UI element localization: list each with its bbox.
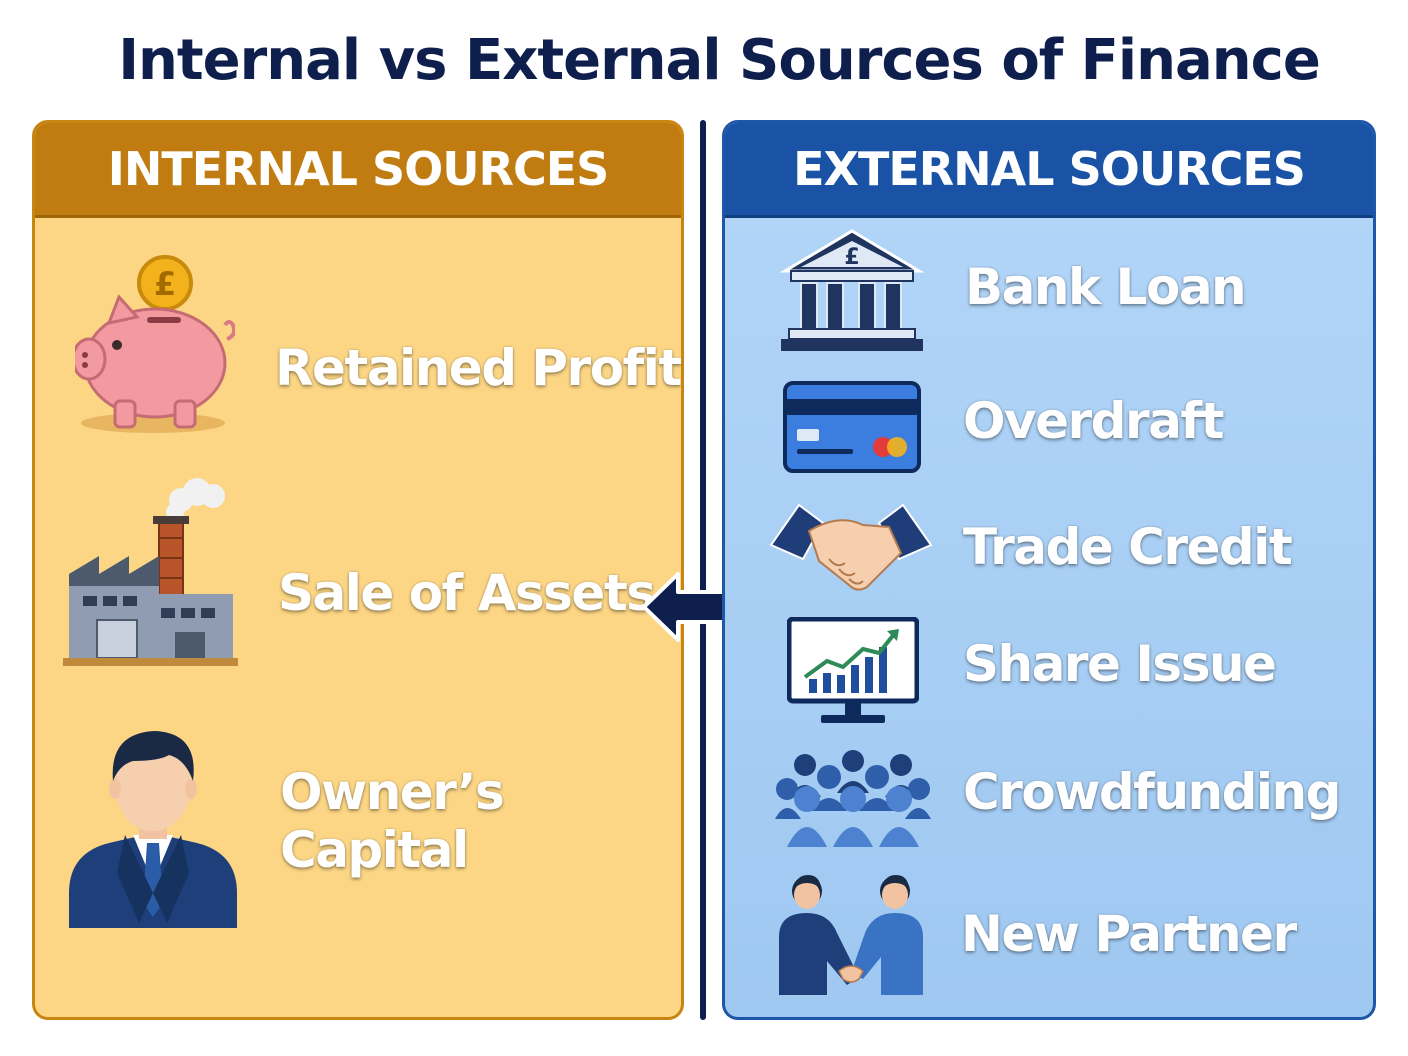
coin-symbol: £ (154, 265, 176, 303)
internal-sources-header: INTERNAL SOURCES (35, 123, 681, 218)
external-item-label: Overdraft (963, 392, 1225, 450)
external-sources-header: EXTERNAL SOURCES (725, 123, 1373, 218)
external-item-crowdfunding: Crowdfunding (775, 747, 1341, 851)
internal-item-retained-profit: £ Retained Profit (75, 253, 681, 433)
bank-icon: £ (779, 227, 925, 353)
external-item-label: New Partner (961, 905, 1297, 963)
stock-chart-monitor-icon (787, 617, 919, 727)
center-divider (700, 120, 706, 1020)
external-item-trade-credit: Trade Credit (769, 501, 1293, 593)
factory-icon (63, 478, 238, 668)
external-item-label: Crowdfunding (963, 763, 1341, 821)
external-item-label: Bank Loan (965, 258, 1247, 316)
credit-card-icon (783, 381, 921, 473)
external-item-share-issue: Share Issue (787, 617, 1277, 727)
internal-item-label: Retained Profit (275, 339, 681, 397)
businessman-icon (65, 723, 240, 928)
external-item-bank-loan: £ Bank Loan (779, 227, 1247, 353)
external-item-overdraft: Overdraft (783, 381, 1225, 473)
external-sources-panel: EXTERNAL SOURCES £ Bank Loan (722, 120, 1376, 1020)
partners-handshake-icon (777, 875, 925, 995)
page-title: Internal vs External Sources of Finance (118, 28, 1321, 93)
internal-item-label: Sale of Assets (278, 564, 656, 622)
external-item-new-partner: New Partner (777, 875, 1297, 995)
piggy-bank-icon: £ (75, 253, 235, 433)
bank-symbol: £ (844, 245, 859, 270)
internal-item-label: Owner’s Capital (280, 762, 505, 879)
internal-item-sale-of-assets: Sale of Assets (63, 478, 656, 668)
external-item-label: Share Issue (963, 635, 1277, 693)
crowd-icon (775, 747, 931, 851)
handshake-icon (769, 501, 933, 593)
internal-item-owners-capital: Owner’s Capital (65, 723, 681, 928)
internal-sources-panel: INTERNAL SOURCES £ Retained Profit (32, 120, 684, 1020)
external-item-label: Trade Credit (963, 518, 1293, 576)
